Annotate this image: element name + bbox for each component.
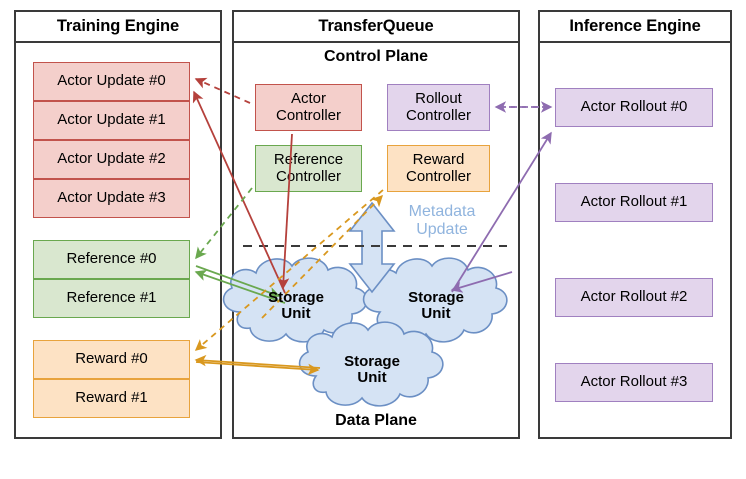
reward-controller-line2: Controller bbox=[405, 167, 472, 185]
arrow-actor-controller-to-storage bbox=[277, 133, 293, 290]
reward-controller[interactable]: Reward Controller bbox=[387, 145, 490, 192]
arrow-reward-to-reward-controller bbox=[261, 194, 384, 319]
training-engine-title: Training Engine bbox=[16, 12, 220, 43]
actor-update-3[interactable]: Actor Update #3 bbox=[33, 179, 190, 218]
actor-controller-line1: Actor bbox=[290, 90, 326, 108]
metadata-update-label: Metadata Update bbox=[390, 203, 494, 239]
inference-engine-title: Inference Engine bbox=[540, 12, 730, 43]
reference-1-label: Reference #1 bbox=[66, 289, 157, 307]
actor-rollout-3-label: Actor Rollout #3 bbox=[580, 373, 688, 391]
actor-update-2-label: Actor Update #2 bbox=[57, 150, 166, 168]
actor-rollout-0-label: Actor Rollout #0 bbox=[580, 98, 688, 116]
arrow-reference-controller-to-reference bbox=[195, 187, 253, 260]
reference-0-label: Reference #0 bbox=[66, 250, 157, 268]
control-plane-label: Control Plane bbox=[323, 48, 428, 65]
rollout-controller[interactable]: Rollout Controller bbox=[387, 84, 490, 131]
metadata-update-arrow bbox=[348, 201, 396, 294]
actor-rollout-1-label: Actor Rollout #1 bbox=[580, 193, 688, 211]
actor-rollout-1[interactable]: Actor Rollout #1 bbox=[555, 183, 713, 222]
arrow-actor-controller-to-actor-update bbox=[194, 77, 251, 104]
actor-update-2[interactable]: Actor Update #2 bbox=[33, 140, 190, 179]
reward-0-label: Reward #0 bbox=[75, 350, 148, 368]
actor-rollout-3[interactable]: Actor Rollout #3 bbox=[555, 363, 713, 402]
metadata-update-line1: Metadata bbox=[408, 203, 476, 220]
data-plane-label: Data Plane bbox=[335, 412, 417, 429]
actor-rollout-2-label: Actor Rollout #2 bbox=[580, 288, 688, 306]
actor-rollout-2[interactable]: Actor Rollout #2 bbox=[555, 278, 713, 317]
arrow-storage-to-reference bbox=[194, 269, 286, 304]
arrow-reward-controller-to-reward bbox=[194, 189, 384, 351]
arrow-storage-to-reward bbox=[194, 354, 321, 369]
actor-controller-line2: Controller bbox=[275, 106, 342, 124]
arrow-reward-to-storage bbox=[195, 361, 320, 376]
actor-update-0[interactable]: Actor Update #0 bbox=[33, 62, 190, 101]
actor-update-1[interactable]: Actor Update #1 bbox=[33, 101, 190, 140]
reward-1[interactable]: Reward #1 bbox=[33, 379, 190, 418]
rollout-controller-line2: Controller bbox=[405, 106, 472, 124]
transferqueue-title: TransferQueue bbox=[234, 12, 518, 43]
arrow-actor-rollout-to-storage bbox=[450, 271, 513, 293]
actor-controller[interactable]: Actor Controller bbox=[255, 84, 362, 131]
actor-rollout-0[interactable]: Actor Rollout #0 bbox=[555, 88, 713, 127]
rollout-controller-line1: Rollout bbox=[415, 90, 462, 108]
reward-controller-line1: Reward bbox=[412, 151, 465, 169]
actor-update-1-label: Actor Update #1 bbox=[57, 111, 166, 129]
reference-0[interactable]: Reference #0 bbox=[33, 240, 190, 279]
reference-1[interactable]: Reference #1 bbox=[33, 279, 190, 318]
metadata-update-line2: Update bbox=[416, 220, 468, 238]
arrow-storage-to-actor-update bbox=[192, 90, 286, 294]
actor-update-0-label: Actor Update #0 bbox=[57, 72, 166, 90]
arrow-reference-to-storage bbox=[195, 265, 281, 298]
arrow-storage-to-actor-rollout bbox=[451, 131, 552, 293]
actor-update-3-label: Actor Update #3 bbox=[57, 189, 166, 207]
reward-0[interactable]: Reward #0 bbox=[33, 340, 190, 379]
reference-controller-line2: Controller bbox=[275, 167, 342, 185]
reward-1-label: Reward #1 bbox=[75, 389, 148, 407]
